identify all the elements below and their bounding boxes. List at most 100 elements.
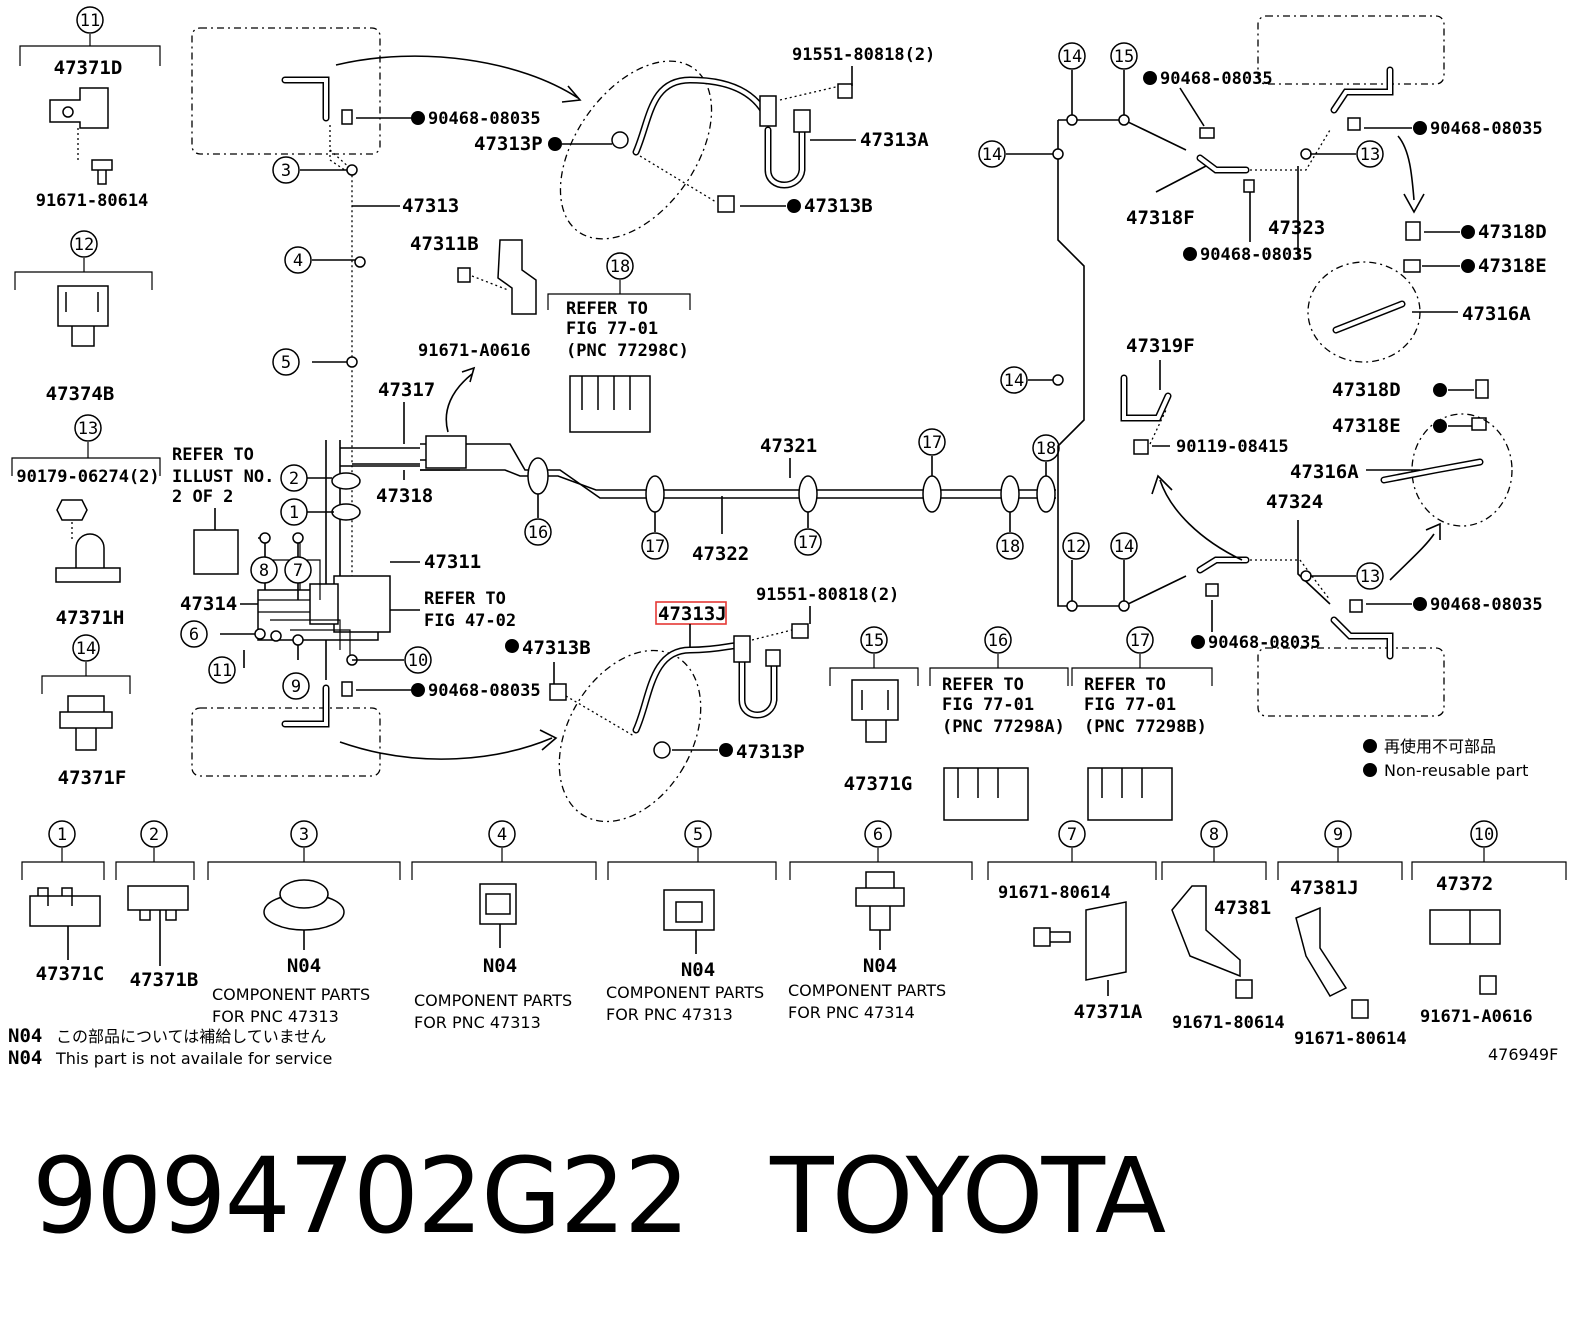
balloon-6: 6 bbox=[189, 625, 199, 645]
svg-text:6: 6 bbox=[873, 825, 883, 845]
label-47313: 47313 bbox=[402, 195, 459, 217]
label-90468-top: 90468-08035 bbox=[428, 109, 541, 129]
svg-text:91671-80614: 91671-80614 bbox=[998, 883, 1111, 903]
component-7: 7 91671-80614 47371A bbox=[987, 820, 1157, 1023]
legend-en: Non-reusable part bbox=[1384, 761, 1528, 780]
side-part-13-label: 47371H bbox=[56, 607, 125, 629]
label-47313B-top: 47313B bbox=[804, 195, 873, 217]
svg-text:16: 16 bbox=[988, 631, 1008, 651]
svg-text:14: 14 bbox=[1004, 371, 1024, 391]
left-pipe-assembly: 3 4 5 2 1 8 7 6 11 9 10 16 17 17 17 18 1… bbox=[180, 27, 1060, 777]
component-9: 9 47381J 91671-80614 bbox=[1277, 820, 1407, 1049]
side-part-13-number: 13 bbox=[78, 419, 98, 439]
label-47318E-mid: 47318E bbox=[1332, 415, 1401, 437]
label-47313J: 47313J bbox=[658, 603, 727, 625]
svg-text:N04: N04 bbox=[681, 959, 715, 981]
legend-ja: 再使用不可部品 bbox=[1384, 737, 1496, 756]
refer-fig-47-02-line2: FIG 47-02 bbox=[424, 611, 516, 631]
balloon-5: 5 bbox=[281, 353, 291, 373]
side-part-12-label: 47374B bbox=[46, 383, 115, 405]
bolt-icon bbox=[717, 195, 735, 213]
svg-text:REFER TO: REFER TO bbox=[566, 299, 648, 319]
svg-text:14: 14 bbox=[1114, 537, 1134, 557]
svg-text:N04: N04 bbox=[483, 955, 517, 977]
side-part-13: 13 90179-06274(2) 47371H bbox=[11, 414, 161, 629]
svg-text:FIG 77-01: FIG 77-01 bbox=[1084, 695, 1176, 715]
label-47319F: 47319F bbox=[1126, 335, 1195, 357]
clip-47371G bbox=[851, 679, 899, 743]
ref-77298A: 16 REFER TO FIG 77-01 (PNC 77298A) bbox=[929, 626, 1069, 821]
component-2: 2 47371B bbox=[115, 820, 198, 991]
n04-notes: N04 この部品については補給していません N04 This part is n… bbox=[8, 1025, 1558, 1069]
side-part-13-bolt: 90179-06274(2) bbox=[16, 467, 159, 487]
side-part-12-number: 12 bbox=[74, 235, 94, 255]
label-47313P-top: 47313P bbox=[474, 133, 543, 155]
front-hose-top: 91551-80818(2) 47313A 47313P 47313B bbox=[474, 45, 935, 240]
component-5: 5 N04 COMPONENT PARTS FOR PNC 47313 bbox=[606, 820, 777, 1024]
balloon-11: 11 bbox=[212, 661, 232, 681]
highlight-47313J bbox=[655, 601, 727, 625]
svg-text:FIG 77-01: FIG 77-01 bbox=[566, 319, 658, 339]
svg-text:N04: N04 bbox=[8, 1047, 42, 1069]
label-47317: 47317 bbox=[378, 379, 435, 401]
svg-text:(PNC 77298A): (PNC 77298A) bbox=[942, 717, 1065, 737]
svg-text:REFER TO: REFER TO bbox=[942, 675, 1024, 695]
svg-text:4: 4 bbox=[497, 825, 507, 845]
svg-text:47381: 47381 bbox=[1214, 897, 1271, 919]
component-3: 3 N04 COMPONENT PARTS FOR PNC 47313 bbox=[207, 820, 401, 1026]
svg-text:FOR PNC 47314: FOR PNC 47314 bbox=[788, 1003, 915, 1022]
bolt-icon bbox=[837, 83, 853, 99]
bolt-icon bbox=[549, 683, 567, 701]
clip-47374B bbox=[57, 285, 109, 347]
refer-illust-note: REFER TO ILLUST NO. 2 OF 2 bbox=[172, 445, 274, 575]
label-47318D-top: 47318D bbox=[1478, 221, 1547, 243]
svg-text:47381J: 47381J bbox=[1290, 877, 1359, 899]
label-47324: 47324 bbox=[1266, 491, 1323, 513]
svg-text:9: 9 bbox=[1333, 825, 1343, 845]
balloon-4: 4 bbox=[293, 251, 303, 271]
component-4: 4 N04 COMPONENT PARTS FOR PNC 47313 bbox=[411, 820, 597, 1032]
svg-text:91671-80614: 91671-80614 bbox=[1172, 1013, 1285, 1033]
side-part-11-label: 47371D bbox=[54, 57, 123, 79]
label-47321: 47321 bbox=[760, 435, 817, 457]
svg-text:47371A: 47371A bbox=[1074, 1001, 1143, 1023]
brand-name: TOYOTA bbox=[770, 1135, 1166, 1257]
svg-text:FIG 77-01: FIG 77-01 bbox=[942, 695, 1034, 715]
svg-text:2: 2 bbox=[149, 825, 159, 845]
svg-text:17: 17 bbox=[922, 433, 942, 453]
label-47316A-mid: 47316A bbox=[1290, 461, 1359, 483]
svg-text:N04: N04 bbox=[863, 955, 897, 977]
svg-text:COMPONENT PARTS: COMPONENT PARTS bbox=[414, 991, 572, 1010]
clamp-16 bbox=[527, 457, 549, 495]
svg-text:14: 14 bbox=[982, 145, 1002, 165]
side-part-14-label: 47371F bbox=[58, 767, 127, 789]
svg-text:7: 7 bbox=[1067, 825, 1077, 845]
svg-text:FOR PNC 47313: FOR PNC 47313 bbox=[606, 1005, 733, 1024]
side-part-11: 11 47371D 91671-80614 bbox=[19, 6, 161, 211]
component-8: 8 47381 91671-80614 bbox=[1161, 820, 1285, 1033]
svg-text:ILLUST NO.: ILLUST NO. bbox=[172, 467, 274, 487]
svg-text:47372: 47372 bbox=[1436, 873, 1493, 895]
bolt-icon bbox=[91, 159, 113, 185]
balloon-7: 7 bbox=[293, 561, 303, 581]
svg-text:この部品については補給していません: この部品については補給していません bbox=[56, 1027, 326, 1046]
label-47322: 47322 bbox=[692, 543, 749, 565]
ref-77298B: 17 REFER TO FIG 77-01 (PNC 77298B) bbox=[1071, 626, 1213, 821]
svg-text:12: 12 bbox=[1066, 537, 1086, 557]
svg-text:90468-08035: 90468-08035 bbox=[1208, 633, 1321, 653]
svg-text:REFER TO: REFER TO bbox=[1084, 675, 1166, 695]
label-47313B-bottom: 47313B bbox=[522, 637, 591, 659]
svg-text:(PNC 77298B): (PNC 77298B) bbox=[1084, 717, 1207, 737]
bracket-47311B bbox=[497, 239, 537, 315]
component-1: 1 47371C bbox=[21, 820, 105, 985]
label-90119: 90119-08415 bbox=[1176, 437, 1289, 457]
label-47318D-mid: 47318D bbox=[1332, 379, 1401, 401]
refer-fig-47-02-line1: REFER TO bbox=[424, 589, 506, 609]
illustration-id: 476949F bbox=[1488, 1045, 1558, 1064]
svg-text:3: 3 bbox=[299, 825, 309, 845]
bolt-icon bbox=[1351, 999, 1369, 1019]
svg-text:91671-80614: 91671-80614 bbox=[1294, 1029, 1407, 1049]
svg-text:COMPONENT PARTS: COMPONENT PARTS bbox=[788, 981, 946, 1000]
svg-text:This part is not availale for: This part is not availale for service bbox=[55, 1049, 332, 1068]
